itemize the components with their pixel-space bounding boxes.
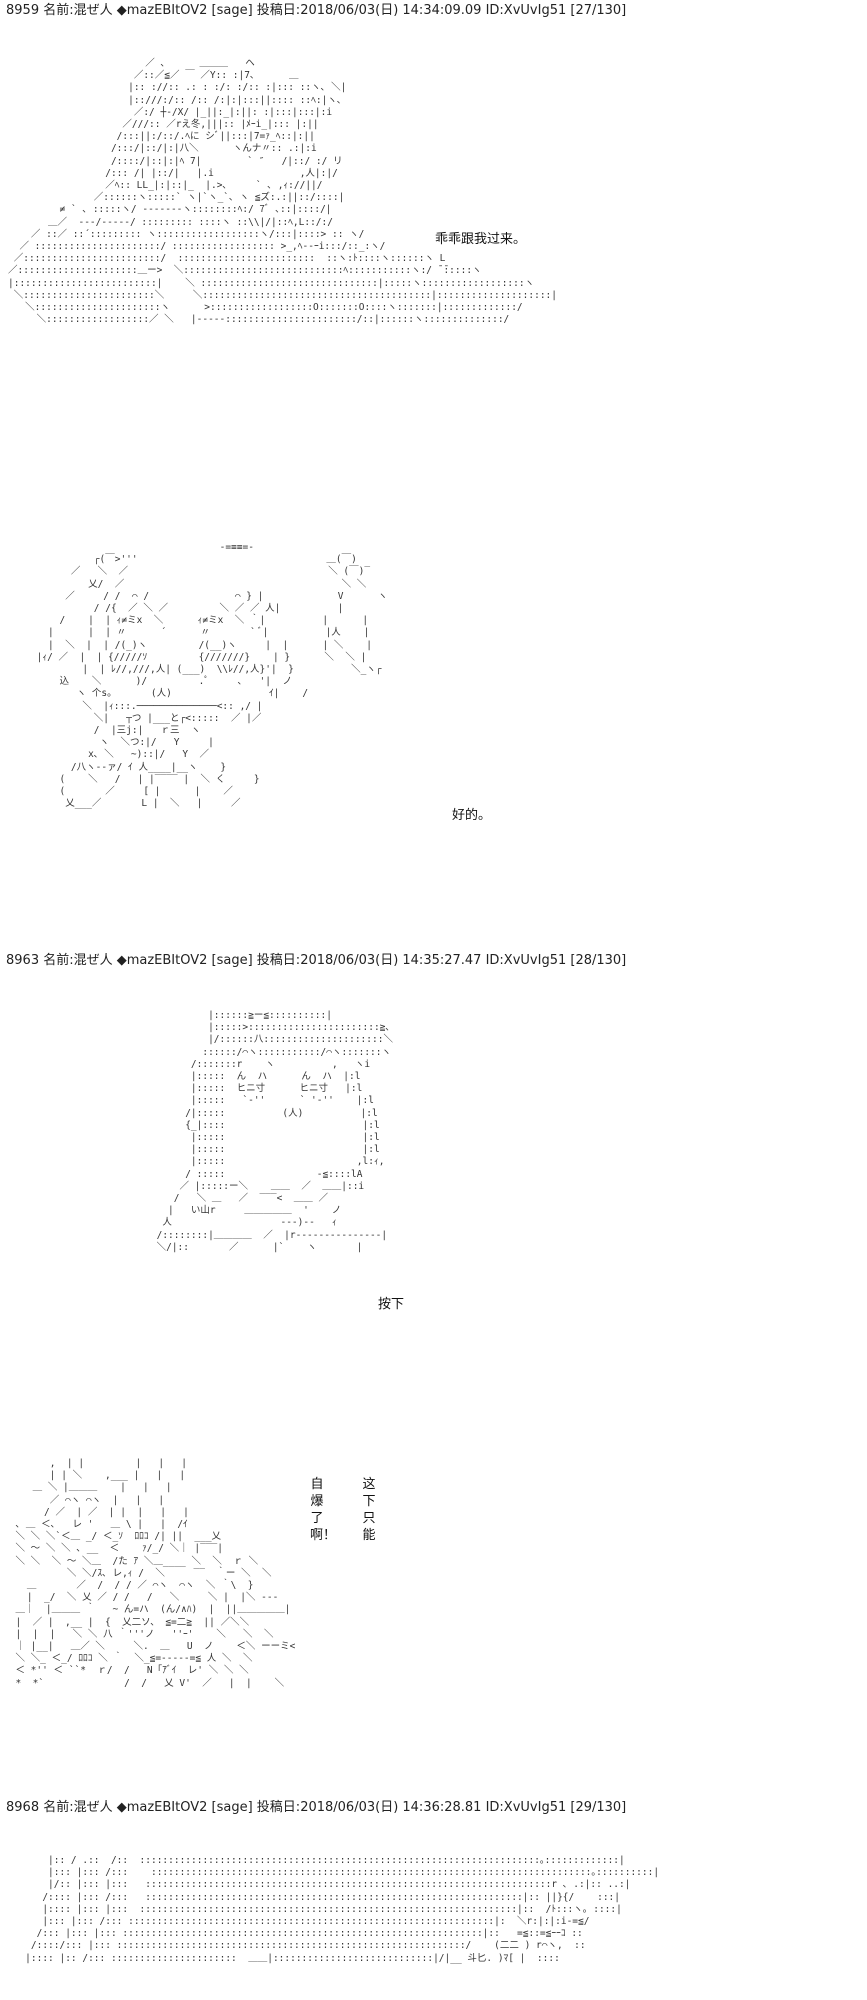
caption-come-with-me: 乖乖跟我过来。: [435, 232, 527, 247]
ascii-art-explosion: , | | | | | | | ＼ ,___ | | | ＿ ＼ |＿＿＿ | …: [15, 1458, 296, 1689]
caption-ok: 好的。: [452, 808, 492, 823]
caption-only-option: 这下只能: [362, 1477, 376, 1543]
post-header: 8959 名前:混ぜ人 ◆mazEBItOV2 [sage] 投稿日:2018/…: [6, 3, 627, 18]
ascii-art-dark-room: |:: / .:: /:: ::::::::::::::::::::::::::…: [25, 1855, 660, 1964]
post-header: 8968 名前:混ぜ人 ◆mazEBItOV2 [sage] 投稿日:2018/…: [6, 1800, 627, 1815]
ascii-art-girl-face: -=≡≡=- ┌(￣>''' ＿(￣) ／ ＼ ／ ＼ (￣)‾ 乂/ ／ ＼ …: [36, 542, 388, 810]
ascii-art-girl-sitting: ／ ､ ＿＿＿ ヘ ／::／≦／ ￣ ／Y:: :|7､ ＿ |:: ://::…: [8, 58, 557, 326]
caption-self-destruct: 自爆了啊！: [310, 1477, 337, 1543]
ascii-art-girl-pressing-button: |::::::≧ー≦::::::::::| |:::::>:::::::::::…: [156, 1010, 393, 1253]
caption-press: 按下: [378, 1297, 405, 1312]
post-header: 8963 名前:混ぜ人 ◆mazEBItOV2 [sage] 投稿日:2018/…: [6, 953, 627, 968]
